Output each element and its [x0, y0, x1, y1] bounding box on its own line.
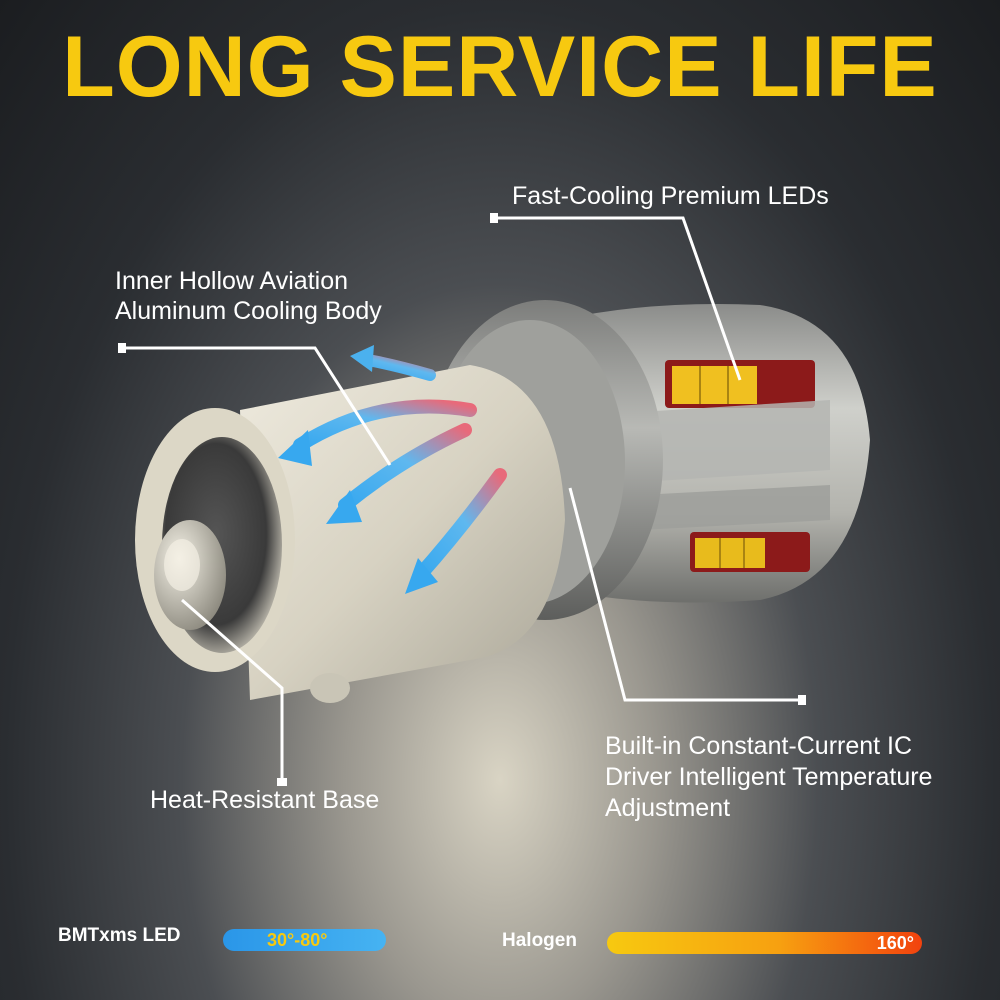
callout-ic-line2: Driver Intelligent Temperature: [605, 763, 933, 791]
headline: LONG SERVICE LIFE: [62, 19, 938, 115]
halogen-temperature: 160°: [876, 933, 914, 953]
callout-cooling-body-line1: Inner Hollow Aviation: [115, 267, 349, 295]
halogen-temperature-bar: 160°: [607, 932, 922, 954]
callout-cooling-body-line2: Aluminum Cooling Body: [115, 297, 382, 325]
callout-leds: Fast-Cooling Premium LEDs: [512, 182, 829, 210]
led-temperature-bar: 30°-80°: [223, 929, 386, 951]
callout-base: Heat-Resistant Base: [150, 786, 380, 814]
callout-ic-line1: Built-in Constant-Current IC: [605, 732, 913, 760]
callout-ic-line3: Adjustment: [605, 794, 731, 822]
led-label: BMTxms LED: [58, 925, 181, 946]
halogen-label: Halogen: [502, 930, 577, 951]
led-temperature-range: 30°-80°: [267, 930, 328, 950]
